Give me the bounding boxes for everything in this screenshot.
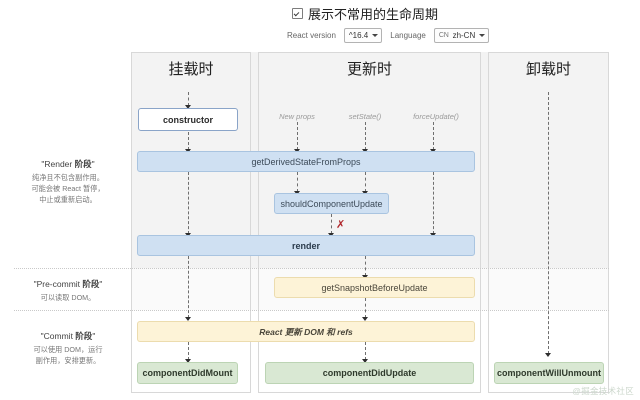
react-version-label: React version bbox=[287, 31, 336, 40]
phase-desc-render: 纯净且不包含副作用。可能会被 React 暂停，中止或重新启动。 bbox=[31, 173, 105, 205]
phase-desc-commit: 可以使用 DOM，运行副作用，安排更新。 bbox=[33, 345, 103, 366]
trigger-set-state: setState() bbox=[348, 112, 382, 121]
phase-label-commit: "Commit 阶段" 可以使用 DOM，运行副作用，安排更新。 bbox=[8, 330, 128, 366]
node-component-will-unmount[interactable]: componentWillUnmount bbox=[494, 362, 604, 384]
connector-gdsfp-to-render-mount bbox=[188, 172, 189, 234]
react-version-value: ^16.4 bbox=[348, 31, 369, 40]
connector-render-to-snapshot bbox=[365, 256, 366, 276]
node-render[interactable]: render bbox=[137, 235, 475, 256]
language-select[interactable]: CN zh-CN bbox=[433, 28, 490, 43]
phase-label-precommit: "Pre-commit 阶段" 可以读取 DOM。 bbox=[8, 278, 128, 303]
connector-gdsfp-to-scu-b bbox=[365, 172, 366, 192]
react-version-select[interactable]: ^16.4 bbox=[343, 28, 383, 43]
connector-render-to-domupdate-mount bbox=[188, 256, 189, 318]
watermark: @掘金技术社区 bbox=[572, 386, 634, 396]
arrowhead bbox=[185, 359, 191, 363]
phase-title-render: "Render 阶段" bbox=[41, 159, 95, 169]
flag-icon: CN bbox=[438, 32, 449, 39]
node-should-component-update[interactable]: shouldComponentUpdate bbox=[274, 193, 389, 214]
chevron-down-icon bbox=[372, 34, 379, 37]
connector-mount-entry bbox=[188, 92, 189, 106]
language-value: zh-CN bbox=[452, 31, 476, 40]
connector-forceupdate-to-gdsfp bbox=[433, 122, 434, 150]
show-uncommon-label: 展示不常用的生命周期 bbox=[308, 7, 439, 22]
node-constructor[interactable]: constructor bbox=[138, 108, 238, 131]
connector-newprops-to-gdsfp bbox=[297, 122, 298, 150]
column-mounting bbox=[131, 52, 251, 393]
column-title-mounting: 挂载时 bbox=[168, 61, 214, 78]
trigger-force-update: forceUpdate() bbox=[413, 112, 459, 121]
chevron-down-icon bbox=[479, 34, 486, 37]
node-component-did-mount[interactable]: componentDidMount bbox=[137, 362, 238, 384]
node-react-updates-dom-and-refs[interactable]: React 更新 DOM 和 refs bbox=[137, 321, 475, 342]
phase-title-precommit: "Pre-commit 阶段" bbox=[33, 279, 103, 289]
column-title-unmounting: 卸载时 bbox=[525, 61, 571, 78]
divider-render-precommit bbox=[14, 268, 609, 269]
connector-unmount-to-willunmount bbox=[548, 92, 549, 354]
phase-desc-precommit: 可以读取 DOM。 bbox=[40, 293, 96, 302]
column-title-updating: 更新时 bbox=[346, 61, 392, 78]
connector-gdsfp-to-scu-a bbox=[297, 172, 298, 192]
divider-precommit-commit bbox=[14, 310, 609, 311]
node-component-did-update[interactable]: componentDidUpdate bbox=[265, 362, 474, 384]
connector-domupdate-to-didupdate bbox=[365, 342, 366, 360]
arrowhead bbox=[362, 359, 368, 363]
arrowhead bbox=[185, 105, 191, 109]
node-get-snapshot-before-update[interactable]: getSnapshotBeforeUpdate bbox=[274, 277, 475, 298]
arrowhead bbox=[545, 353, 551, 357]
arrowhead bbox=[185, 317, 191, 321]
show-uncommon-lifecycle-toggle[interactable]: 展示不常用的生命周期 bbox=[292, 4, 438, 23]
connector-constructor-to-gdsfp bbox=[188, 132, 189, 150]
connector-domupdate-to-didmount bbox=[188, 342, 189, 360]
column-updating bbox=[258, 52, 481, 393]
column-unmounting bbox=[488, 52, 609, 393]
language-label: Language bbox=[390, 31, 426, 40]
connector-setstate-to-gdsfp bbox=[365, 122, 366, 150]
phase-title-commit: "Commit 阶段" bbox=[40, 331, 96, 341]
arrowhead bbox=[362, 317, 368, 321]
phase-label-render: "Render 阶段" 纯净且不包含副作用。可能会被 React 暂停，中止或重… bbox=[8, 158, 128, 205]
skip-update-mark: ✗ bbox=[336, 218, 346, 231]
connector-snapshot-to-domupdate bbox=[365, 298, 366, 318]
show-uncommon-checkbox[interactable] bbox=[292, 8, 303, 19]
trigger-new-props: New props bbox=[279, 112, 315, 121]
connector-gdsfp-to-render-bypass bbox=[433, 172, 434, 234]
node-get-derived-state-from-props[interactable]: getDerivedStateFromProps bbox=[137, 151, 475, 172]
connector-scu-to-render bbox=[331, 214, 332, 234]
selector-row: React version ^16.4 Language CN zh-CN bbox=[287, 28, 490, 43]
